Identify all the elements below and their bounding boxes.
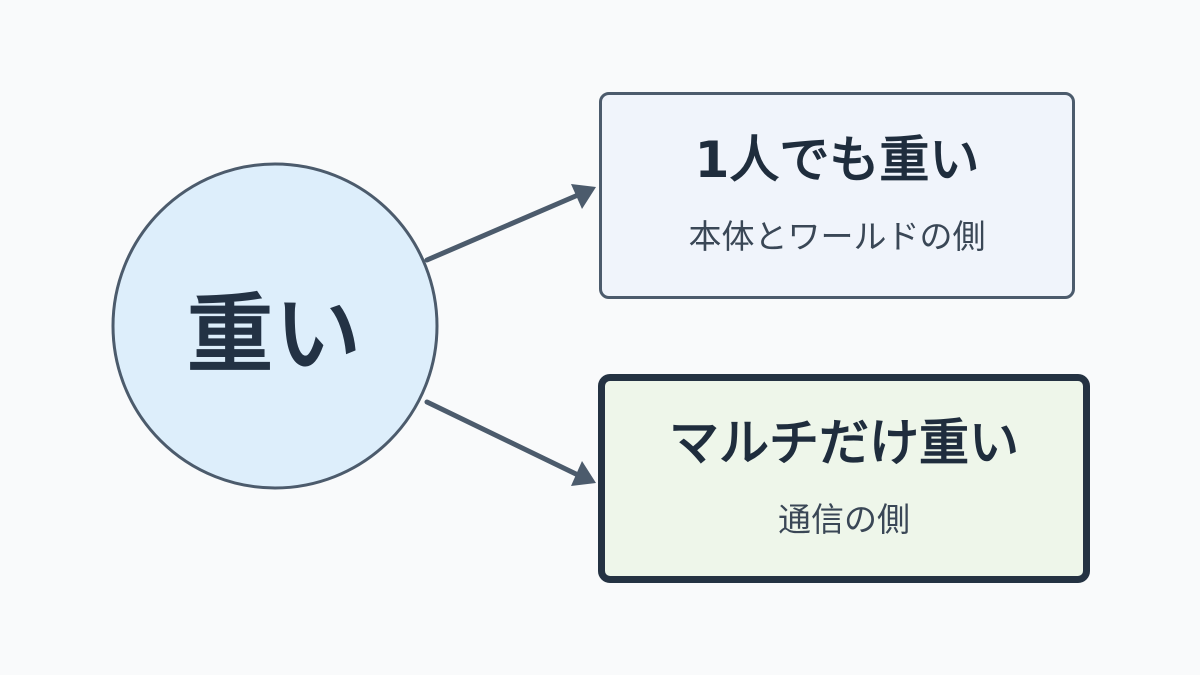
branch-box-multiplayer: マルチだけ重い 通信の側 (598, 374, 1090, 583)
branch-box-standalone: 1人でも重い 本体とワールドの側 (599, 92, 1075, 299)
arrow-to-bottom-box (424, 399, 596, 486)
center-circle (111, 162, 439, 490)
arrow-to-top-box (424, 184, 596, 263)
branch-subtitle-multiplayer: 通信の側 (778, 500, 910, 539)
center-node: 重い (113, 164, 437, 488)
center-label: 重い (187, 284, 363, 385)
branch-title-standalone: 1人でも重い (694, 131, 980, 189)
branch-subtitle-standalone: 本体とワールドの側 (688, 217, 986, 256)
branch-title-multiplayer: マルチだけ重い (669, 414, 1019, 472)
